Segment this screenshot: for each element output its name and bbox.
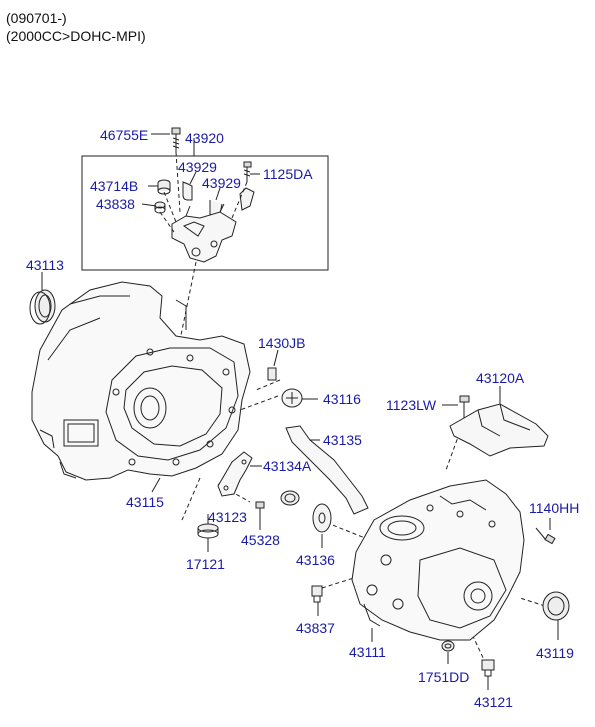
transaxle-case-43111-icon xyxy=(351,479,525,641)
part-label-43136[interactable]: 43136 xyxy=(296,552,335,568)
part-label-43920[interactable]: 43920 xyxy=(185,130,224,146)
part-label-43838[interactable]: 43838 xyxy=(96,196,135,212)
part-label-43714B[interactable]: 43714B xyxy=(90,178,139,194)
label-leader-lines xyxy=(41,133,559,690)
part-label-43121[interactable]: 43121 xyxy=(474,694,513,710)
bracket-assembly-box xyxy=(81,155,329,271)
bolt-46755E-icon xyxy=(171,127,181,152)
date-range-label: (090701-) xyxy=(6,10,67,26)
engine-spec-label: (2000CC>DOHC-MPI) xyxy=(6,28,146,44)
bushing-17121-icon xyxy=(197,523,219,539)
plate-43116-icon xyxy=(281,388,303,408)
part-label-17121[interactable]: 17121 xyxy=(186,556,225,572)
part-label-43113[interactable]: 43113 xyxy=(26,257,64,273)
part-label-1123LW[interactable]: 1123LW xyxy=(386,397,437,413)
part-label-43123[interactable]: 43123 xyxy=(208,509,247,525)
guide-43134A-icon xyxy=(217,451,253,497)
part-label-43929-upper[interactable]: 43929 xyxy=(178,159,217,175)
part-label-1125DA[interactable]: 1125DA xyxy=(263,166,313,182)
part-label-45328[interactable]: 45328 xyxy=(241,532,280,548)
nut-43838-icon xyxy=(154,201,166,214)
part-label-43120A[interactable]: 43120A xyxy=(476,370,525,386)
part-label-1430JB[interactable]: 1430JB xyxy=(258,335,306,351)
seal-43123-icon xyxy=(280,490,300,506)
part-label-46755E[interactable]: 46755E xyxy=(100,127,149,143)
plug-43837-icon xyxy=(311,585,323,603)
bolt-1140HH-icon xyxy=(535,527,556,545)
washer-1751DD-icon xyxy=(441,640,455,652)
shim-43136-icon xyxy=(312,503,332,533)
part-label-43111[interactable]: 43111 xyxy=(349,644,386,660)
part-label-1751DD[interactable]: 1751DD xyxy=(418,669,470,685)
part-label-1140HH[interactable]: 1140HH xyxy=(529,500,580,516)
oil-seal-43119-icon xyxy=(542,591,570,621)
part-label-43116[interactable]: 43116 xyxy=(323,391,361,407)
oil-seal-43113-icon xyxy=(29,289,56,325)
bolt-1123LW-icon xyxy=(459,395,470,418)
dowel-pin-1430JB-icon xyxy=(267,367,277,381)
bolt-1125DA-icon xyxy=(239,161,255,211)
clutch-housing-43115-icon xyxy=(31,281,251,481)
part-label-43134A[interactable]: 43134A xyxy=(263,458,312,474)
part-label-43929-lower[interactable]: 43929 xyxy=(202,175,241,191)
part-label-43135[interactable]: 43135 xyxy=(323,432,362,448)
drain-plug-43121-icon xyxy=(481,659,495,677)
bracket-43120A-icon xyxy=(449,403,549,457)
bushing-43714B-icon xyxy=(157,179,171,195)
part-label-43119[interactable]: 43119 xyxy=(536,645,574,661)
part-label-43115[interactable]: 43115 xyxy=(126,494,164,510)
part-label-43837[interactable]: 43837 xyxy=(296,620,335,636)
bolt-45328-icon xyxy=(255,501,265,520)
shift-bracket-icon xyxy=(171,203,237,263)
